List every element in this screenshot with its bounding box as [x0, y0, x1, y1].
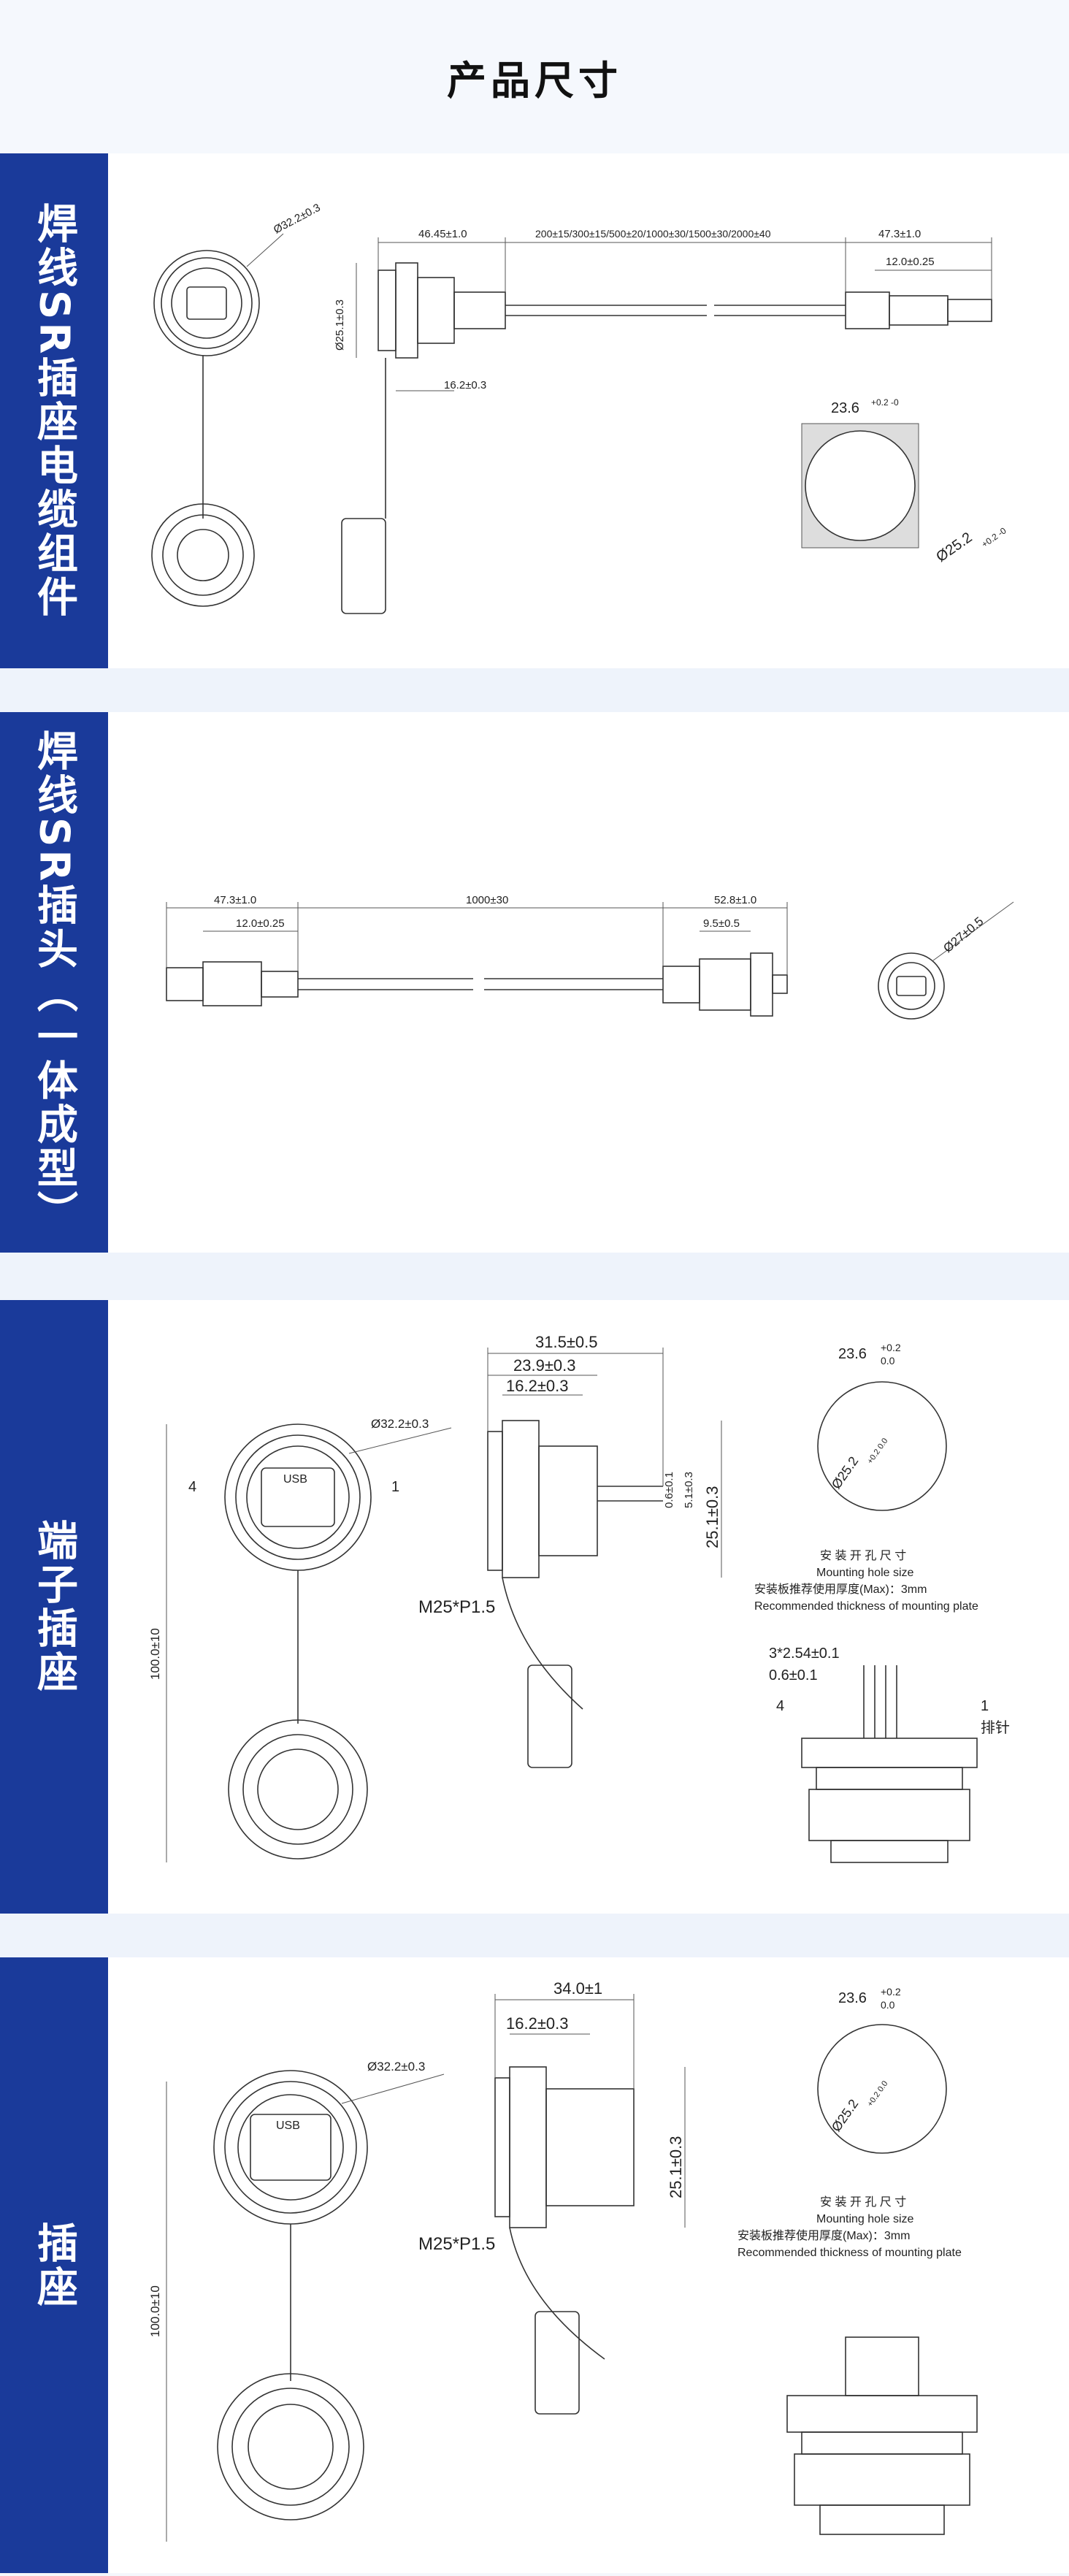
hole-d-tol: +0.2 -0 — [980, 525, 1008, 549]
pin4-label: 4 — [188, 1479, 196, 1495]
hole-d: Ø25.2 — [933, 530, 975, 565]
section-label-bar: 插座 — [0, 1957, 108, 2573]
drawing-plug: 47.3±1.0 1000±30 52.8±1.0 12.0±0.25 9.5±… — [108, 712, 1069, 1253]
note-en: Mounting hole size — [816, 2213, 914, 2225]
dim-head-len: 52.8±1.0 — [714, 894, 756, 906]
dim-plug-len: 47.3±1.0 — [214, 894, 256, 906]
hole-w-tol-dn: 0.0 — [881, 1355, 895, 1367]
dim-outer: Ø27±0.5 — [940, 914, 986, 955]
hole-outline — [817, 1381, 947, 1511]
dim-pitch: 3*2.54±0.1 — [769, 1646, 840, 1662]
section-label-bar: 焊线SR插头（一体成型） — [0, 712, 108, 1253]
section-cable-assembly: 焊线SR插座电缆组件 Ø32.2±0.3 — [0, 153, 1069, 668]
dim-height: 100.0±10 — [148, 1628, 162, 1680]
section-label: 焊线SR插座电缆组件 — [30, 202, 78, 620]
dim-cable: 200±15/300±15/500±20/1000±30/1500±30/200… — [535, 228, 771, 240]
cable-assembly-drawing: Ø32.2±0.3 46.45±1.0 200±15/300±15/ — [151, 202, 1008, 614]
section-gap — [0, 1253, 1069, 1300]
dim-pin-w: 0.6±0.1 — [769, 1667, 818, 1683]
hole-outline — [817, 2024, 947, 2154]
note-cn2: 安装板推荐使用厚度(Max)：3mm — [737, 2229, 910, 2242]
pin1-label: 1 — [391, 1479, 399, 1495]
note-cn: 安 装 开 孔 尺 寸 — [820, 2195, 906, 2209]
section-terminal-socket: 端子插座 USB 4 1 Ø32.2±0.3 100.0±10 31.5±0.5 — [0, 1300, 1069, 1914]
front-flange — [153, 250, 260, 356]
note-cn2: 安装板推荐使用厚度(Max)：3mm — [754, 1583, 927, 1596]
dim-cable: 1000±30 — [466, 894, 508, 906]
dim-plug-tip: 12.0±0.25 — [236, 917, 285, 930]
dim-head-tip: 9.5±0.5 — [703, 917, 740, 930]
usb-port — [261, 1467, 335, 1527]
section-label: 插座 — [30, 2221, 78, 2309]
note-en: Mounting hole size — [816, 1567, 914, 1579]
dim-panel: 16.2±0.3 — [506, 2014, 568, 2033]
dim-height: 100.0±10 — [148, 2285, 162, 2337]
dim-l1: 46.45±1.0 — [418, 228, 467, 240]
dim-panel: 16.2±0.3 — [444, 379, 486, 391]
section-gap — [0, 668, 1069, 712]
usb-port — [250, 2114, 332, 2181]
plug-front — [878, 952, 945, 1020]
drawing-cable-assembly: Ø32.2±0.3 46.45±1.0 200±15/300±15/ — [108, 153, 1069, 668]
note-en2: Recommended thickness of mounting plate — [754, 1600, 978, 1613]
cap-side — [341, 518, 386, 614]
dim-plug-len: 47.3±1.0 — [878, 228, 921, 240]
section-gap — [0, 1914, 1069, 1957]
hole-w-tol-dn: 0.0 — [881, 1999, 895, 2011]
note-en2: Recommended thickness of mounting plate — [737, 2247, 962, 2259]
section-label: 端子插座 — [30, 1519, 78, 1694]
dim-plug-tip: 12.0±0.25 — [886, 256, 935, 268]
thread-label: M25*P1.5 — [418, 2234, 495, 2254]
pin1-detail: 1 — [981, 1698, 989, 1714]
section-plug: 焊线SR插头（一体成型） 47.3±1.0 1000±30 52.8±1.0 1… — [0, 712, 1069, 1253]
header: 产品尺寸 — [0, 0, 1069, 153]
dim-flange: 25.1±0.3 — [667, 2136, 685, 2198]
pin4-detail: 4 — [776, 1698, 784, 1714]
hole-w-tol: +0.2 -0 — [871, 397, 899, 408]
dim-height: Ø25.1±0.3 — [334, 299, 346, 351]
dim-outer: Ø32.2±0.3 — [367, 2060, 425, 2074]
cap-front — [151, 503, 255, 607]
usb-label: USB — [276, 2120, 300, 2132]
drawing-socket: USB Ø32.2±0.3 100.0±10 34.0±1 16.2±0.3 2… — [108, 1957, 1069, 2573]
hole-outline — [805, 430, 916, 541]
dim-total: 31.5±0.5 — [535, 1333, 597, 1351]
hole-w: 23.6 — [838, 1990, 867, 2006]
hole-w-tol-up: +0.2 — [881, 1986, 901, 1998]
dim-pin-b: 5.1±0.3 — [683, 1472, 695, 1508]
terminal-socket-drawing: USB 4 1 Ø32.2±0.3 100.0±10 31.5±0.5 23.9… — [148, 1333, 1010, 1863]
section-label-bar: 焊线SR插座电缆组件 — [0, 153, 108, 668]
plug-drawing: 47.3±1.0 1000±30 52.8±1.0 12.0±0.25 9.5±… — [166, 894, 1014, 1020]
page-title: 产品尺寸 — [447, 57, 622, 104]
hole-w-tol-up: +0.2 — [881, 1342, 901, 1353]
hole-w: 23.6 — [831, 400, 859, 416]
dim-panel: 16.2±0.3 — [506, 1377, 568, 1395]
dim-outer: Ø32.2±0.3 — [371, 1417, 429, 1431]
note-cn: 安 装 开 孔 尺 寸 — [820, 1549, 906, 1562]
dim-body: 23.9±0.3 — [513, 1356, 575, 1375]
section-label: 焊线SR插头（一体成型） — [30, 730, 78, 1235]
dim-total: 34.0±1 — [553, 1979, 602, 1998]
hole-w: 23.6 — [838, 1346, 867, 1362]
usb-label: USB — [283, 1473, 307, 1486]
dim-outer: Ø32.2±0.3 — [272, 202, 323, 237]
dim-pin-a: 0.6±0.1 — [663, 1472, 675, 1508]
pin-label: 排针 — [981, 1719, 1010, 1736]
socket-drawing: USB Ø32.2±0.3 100.0±10 34.0±1 16.2±0.3 2… — [148, 1979, 978, 2542]
dim-flange: 25.1±0.3 — [703, 1486, 721, 1548]
thread-label: M25*P1.5 — [418, 1597, 495, 1617]
drawing-terminal-socket: USB 4 1 Ø32.2±0.3 100.0±10 31.5±0.5 23.9… — [108, 1300, 1069, 1914]
section-label-bar: 端子插座 — [0, 1300, 108, 1914]
section-socket: 插座 USB Ø32.2±0.3 100.0±10 34.0±1 16.2±0.… — [0, 1957, 1069, 2573]
